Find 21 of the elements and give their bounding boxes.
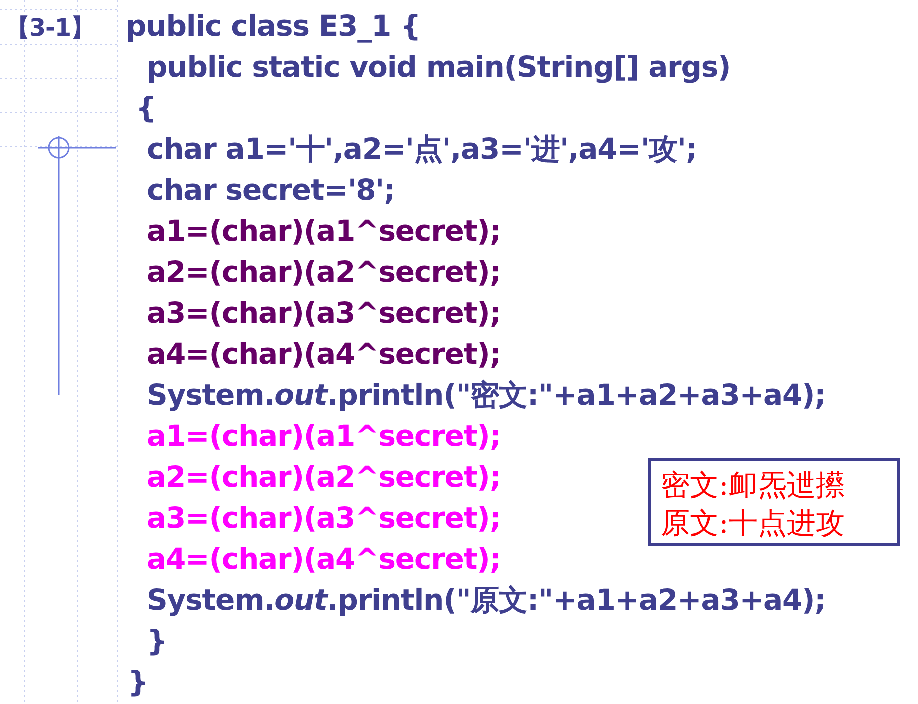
- code-line: public static void main(String[] args): [147, 49, 731, 85]
- code-line: public class E3_1 {: [126, 8, 421, 44]
- code-line: a3=(char)(a3^secret);: [147, 500, 501, 536]
- code-line: a4=(char)(a4^secret);: [147, 336, 501, 372]
- output-text: 原文:十点进攻: [661, 505, 845, 541]
- code-line: a1=(char)(a1^secret);: [147, 213, 501, 249]
- output-text: 密文:卹炁迣攃: [661, 467, 845, 503]
- code-line: a2=(char)(a2^secret);: [147, 254, 501, 290]
- code-line: char secret='8';: [147, 172, 395, 208]
- code-line: System.out.println("原文:"+a1+a2+a3+a4);: [147, 582, 826, 618]
- code-line: a3=(char)(a3^secret);: [147, 295, 501, 331]
- code-line: a2=(char)(a2^secret);: [147, 459, 501, 495]
- output-box: [648, 458, 900, 546]
- code-line: System.out.println("密文:"+a1+a2+a3+a4);: [147, 377, 826, 413]
- code-line: a1=(char)(a1^secret);: [147, 418, 501, 454]
- code-line: {: [136, 90, 156, 126]
- code-line: char a1='十',a2='点',a3='进',a4='攻';: [147, 131, 697, 167]
- section-number: 【3-1】: [6, 13, 94, 44]
- code-line: a4=(char)(a4^secret);: [147, 541, 501, 577]
- code-line: }: [147, 623, 168, 659]
- code-line: }: [128, 664, 148, 700]
